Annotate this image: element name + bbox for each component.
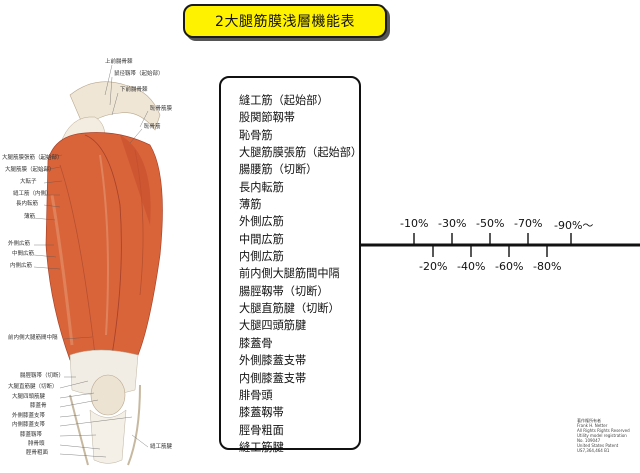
anatomy-label: 内側膝蓋支帯: [12, 422, 46, 428]
muscle-list-item: 大腿筋膜張筋（起始部）: [239, 146, 363, 160]
scale-label-upper: -50%: [476, 217, 505, 230]
anatomy-label: 下前腸骨棘: [120, 87, 148, 93]
muscle-list-box: 縫工筋（起始部） 股関節靱帯 恥骨筋 大腿筋膜張筋（起始部） 腸腰筋（切断） 長…: [219, 76, 362, 454]
scale-label-lower: -80%: [533, 260, 562, 273]
anatomy-label: 前内側大腿筋間中隔: [8, 335, 58, 341]
muscle-list-item: 縫工筋腱: [239, 440, 284, 454]
anatomy-label: 長内転筋: [16, 201, 39, 207]
title-box: 2大腿筋膜浅層機能表: [183, 4, 387, 38]
reduction-scale: -10% -30% -50% -70% -90%〜 -20% -40% -60%…: [361, 205, 640, 285]
anatomy-label: 縫工筋腱: [150, 444, 173, 450]
anatomy-label: 膝蓋骨: [30, 403, 47, 409]
muscle-list-item: 内側広筋: [239, 250, 284, 264]
muscle-list-item: 内側膝蓋支帯: [239, 371, 307, 385]
copyright-line: No. 109047: [577, 438, 601, 443]
copyright-line: Frank H. Netter: [577, 423, 608, 428]
muscle-list-item: 長内転筋: [239, 180, 284, 194]
anatomy-label: 大腿直筋腱（切断）: [8, 384, 58, 390]
anatomy-label: 膝蓋靱帯: [20, 432, 43, 438]
anatomy-label: 上前腸骨棘: [105, 59, 133, 65]
page-title: 2大腿筋膜浅層機能表: [215, 14, 355, 30]
thigh-muscle-drawing: [33, 64, 163, 466]
anatomy-label: 中間広筋: [12, 251, 35, 257]
muscle-list-item: 腸腰筋（切断）: [239, 163, 318, 177]
anatomy-label: 外側膝蓋支帯: [12, 413, 46, 419]
muscle-list-item: 中間広筋: [239, 232, 284, 246]
scale-label-lower: -60%: [495, 260, 524, 273]
copyright-line: 著作権所有者: [577, 418, 601, 423]
anatomy-label: 恥骨筋: [144, 124, 161, 130]
muscle-list-item: 縫工筋（起始部）: [239, 94, 329, 107]
muscle-list-item: 腸脛靱帯（切断）: [239, 284, 329, 298]
anatomy-label: 大腿四頭筋腱: [12, 394, 46, 400]
anatomy-label: 大腿筋膜（起始部）: [5, 167, 55, 173]
anatomy-label: 外側広筋: [8, 241, 31, 247]
muscle-list-item: 大腿直筋腱（切断）: [239, 302, 340, 316]
anatomy-label: 縫工筋（内側）: [13, 191, 52, 197]
copyright-line: US7,364,464 B1: [577, 448, 610, 453]
muscle-list-item: 外側広筋: [239, 215, 284, 229]
anatomy-label: 脛骨粗面: [26, 450, 49, 456]
copyright-line: Utility model registration: [577, 433, 627, 438]
scale-label-upper: -10%: [400, 217, 429, 230]
scale-label-lower: -40%: [457, 260, 486, 273]
muscle-list-item: 脛骨粗面: [239, 423, 284, 437]
muscle-list-item: 膝蓋骨: [239, 336, 273, 350]
muscle-list-item: 大腿四頭筋腱: [239, 319, 307, 333]
thigh-anatomy-illustration: 上前腸骨棘 鼠径靱帯（起始部） 下前腸骨棘 恥骨筋膜 恥骨筋 大腿筋膜張筋（起始…: [0, 55, 200, 473]
anatomy-label: 大腿筋膜張筋（起始部）: [2, 155, 63, 161]
muscle-list-item: 腓骨頭: [239, 388, 273, 402]
muscle-list-item: 薄筋: [239, 198, 262, 212]
anatomy-label: 内側広筋: [10, 263, 33, 269]
scale-label-lower: -20%: [419, 260, 448, 273]
anatomy-label: 薄筋: [24, 214, 36, 220]
muscle-list-item: 恥骨筋: [239, 128, 273, 142]
muscle-list-item: 膝蓋靱帯: [239, 406, 284, 420]
scale-label-upper: -70%: [514, 217, 543, 230]
scale-label-upper: -90%〜: [554, 219, 594, 232]
copyright-line: All Rights Rights Reserved: [577, 428, 630, 433]
muscle-list: 縫工筋（起始部） 股関節靱帯 恥骨筋 大腿筋膜張筋（起始部） 腸腰筋（切断） 長…: [221, 78, 363, 456]
anatomy-label: 鼠径靱帯（起始部）: [114, 71, 164, 77]
anatomy-label: 腓骨頭: [28, 441, 45, 447]
muscle-list-item: 外側膝蓋支帯: [239, 354, 307, 368]
muscle-list-item: 前内側大腿筋間中隔: [239, 267, 340, 281]
anatomy-label: 大転子: [20, 179, 37, 185]
muscle-list-item: 股関節靱帯: [239, 111, 295, 125]
scale-axis: [361, 233, 640, 257]
anatomy-label: 腸脛靱帯（切断）: [20, 373, 65, 379]
copyright-line: United States Patent: [577, 443, 619, 448]
scale-label-upper: -30%: [438, 217, 467, 230]
copyright-notice: 著作権所有者 Frank H. Netter All Rights Rights…: [577, 418, 637, 453]
anatomy-label: 恥骨筋膜: [150, 106, 173, 112]
